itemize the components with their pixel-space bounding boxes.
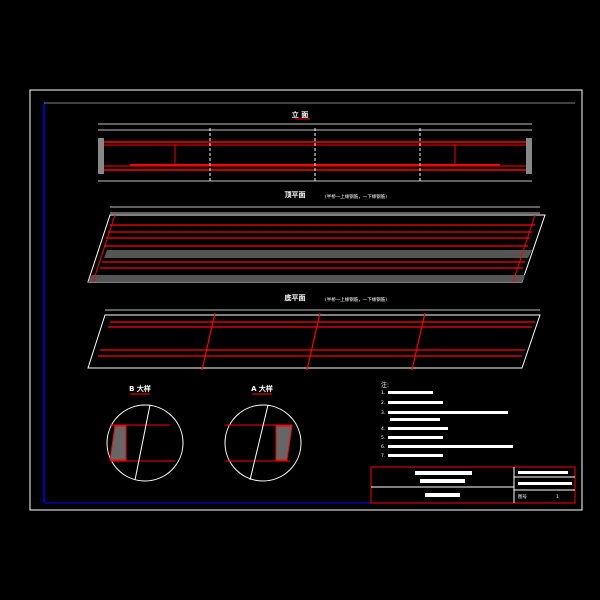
- bottom-plan-title: 底平面: [285, 293, 306, 302]
- svg-text:1.: 1.: [381, 390, 385, 396]
- elevation-view: 立 面: [98, 110, 532, 183]
- svg-text:6.: 6.: [381, 444, 385, 450]
- detail-b-title: B 大样: [129, 384, 151, 393]
- notes-title: 注:: [381, 381, 389, 389]
- svg-text:4.: 4.: [381, 426, 385, 432]
- top-plan-title: 顶平面: [285, 190, 306, 199]
- detail-a-title: A 大样: [251, 384, 273, 393]
- outer-frame: [29, 89, 583, 511]
- svg-text:7.: 7.: [381, 453, 385, 459]
- sheet-label: 图号: [518, 494, 527, 500]
- svg-text:3.: 3.: [381, 410, 385, 416]
- elevation-title: 立 面: [292, 110, 308, 119]
- svg-text:2.: 2.: [381, 400, 385, 406]
- svg-text:5.: 5.: [381, 435, 385, 441]
- detail-b: B 大样: [106, 384, 184, 482]
- bottom-plan-note: (半桥一上缘钢筋，一下缘钢筋): [325, 296, 387, 303]
- sheet-number: 1: [556, 494, 559, 500]
- notes: 注: 1. 2. 3. 4. 5. 6. 7.: [381, 381, 513, 459]
- top-plan-view: 顶平面 (半桥一上缘钢筋，一下缘钢筋): [87, 190, 546, 283]
- title-block: 图号 1: [370, 466, 576, 504]
- detail-a: A 大样: [224, 384, 302, 482]
- bottom-plan-view: 底平面 (半桥一上缘钢筋，一下缘钢筋): [87, 293, 541, 371]
- top-plan-note: (半桥一上缘钢筋，一下缘钢筋): [325, 193, 387, 200]
